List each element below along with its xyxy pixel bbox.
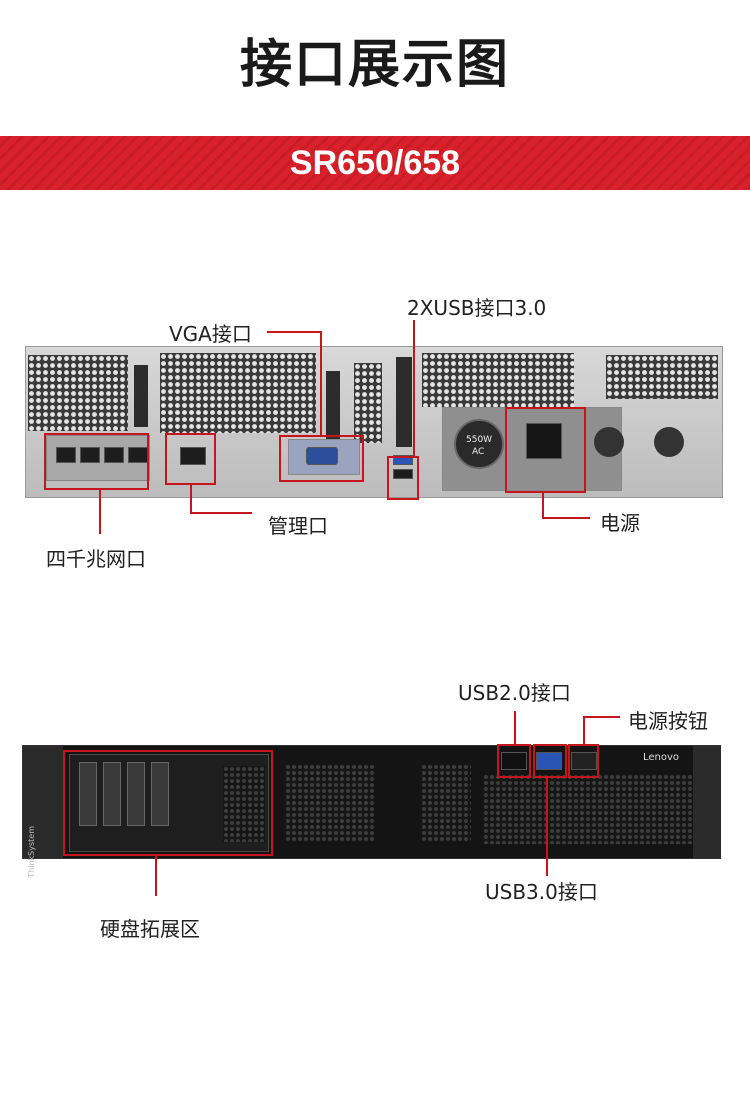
usb-highlight (387, 456, 419, 500)
power-button[interactable] (571, 752, 597, 770)
vga-port[interactable] (306, 447, 338, 465)
power-leader-h (542, 517, 590, 519)
front-vent-1 (285, 764, 375, 842)
nic-port-2[interactable] (80, 447, 100, 463)
mgmt-leader-v (190, 485, 192, 513)
power-button-highlight (568, 744, 599, 778)
drive-caddy-4[interactable] (151, 762, 169, 826)
vga-highlight (279, 435, 364, 482)
mgmt-highlight (165, 433, 216, 485)
mgmt-leader-h (190, 512, 252, 514)
server-front-image: ThinkSystem Lenovo (22, 745, 721, 878)
front-vent-3 (483, 774, 693, 844)
nic-leader-v (99, 490, 101, 534)
usb3-label: USB3.0接口 (485, 880, 598, 904)
nic-highlight (44, 433, 149, 490)
usb3-leader-v (546, 778, 548, 876)
usb2-leader-v (514, 711, 516, 744)
page-title: 接口展示图 (239, 35, 510, 95)
drive-leader-v (155, 856, 157, 896)
power-btn-leader-h (583, 716, 620, 718)
rear-vent-narrow (354, 363, 382, 443)
power-btn-label: 电源按钮 (628, 709, 708, 733)
rear-vent-left (28, 355, 128, 431)
power-inlet[interactable] (526, 423, 562, 459)
usb3-highlight (533, 744, 567, 778)
front-usb2-port[interactable] (501, 752, 527, 770)
rear-vent-right (422, 353, 574, 407)
rear-slot-bracket (134, 365, 148, 427)
psu-ac: AC (472, 447, 485, 457)
drive-caddy-2[interactable] (103, 762, 121, 826)
side-brand: ThinkSystem (27, 826, 36, 878)
knockout-hole-1 (594, 427, 624, 457)
right-rack-ear (693, 746, 721, 858)
nic-port-3[interactable] (104, 447, 124, 463)
usb2-highlight (497, 744, 531, 778)
rear-usb-port-2[interactable] (393, 469, 413, 479)
drive-blank-mesh (223, 766, 265, 842)
server-rear-image: 550W AC (25, 346, 723, 498)
drive-caddy-1[interactable] (79, 762, 97, 826)
psu-rating: 550W (466, 435, 493, 445)
drive-label: 硬盘拓展区 (100, 917, 200, 941)
front-usb3-port[interactable] (536, 752, 562, 770)
knockout-hole-2 (654, 427, 684, 457)
usb-leader-v (413, 320, 415, 456)
rear-slot-bracket-2 (326, 371, 340, 441)
psu-fan-icon (454, 419, 504, 469)
drive-highlight (63, 750, 273, 856)
rear-slot-bracket-3 (396, 357, 412, 447)
rear-usb-port-1[interactable] (393, 455, 413, 465)
vga-leader-v (320, 331, 322, 435)
usb-label: 2XUSB接口3.0 (407, 296, 547, 320)
model-name: SR650/658 (289, 144, 461, 182)
front-vent-2 (421, 764, 471, 842)
power-label: 电源 (600, 511, 640, 535)
mgmt-label: 管理口 (268, 514, 328, 538)
nic-port-1[interactable] (56, 447, 76, 463)
power-highlight (505, 407, 586, 493)
mgmt-port[interactable] (180, 447, 206, 465)
drive-caddy-3[interactable] (127, 762, 145, 826)
brand-logo: Lenovo (643, 752, 680, 763)
nic-label: 四千兆网口 (46, 547, 146, 571)
vga-label: VGA接口 (169, 322, 252, 346)
vga-leader-h (267, 331, 320, 333)
left-rack-ear (23, 746, 63, 858)
power-leader-v (542, 493, 544, 518)
rear-vent-far-right (606, 355, 718, 399)
power-btn-leader-v (583, 716, 585, 744)
model-banner: SR650/658 (0, 136, 750, 190)
usb2-label: USB2.0接口 (458, 681, 571, 705)
rear-vent-center (160, 353, 316, 433)
